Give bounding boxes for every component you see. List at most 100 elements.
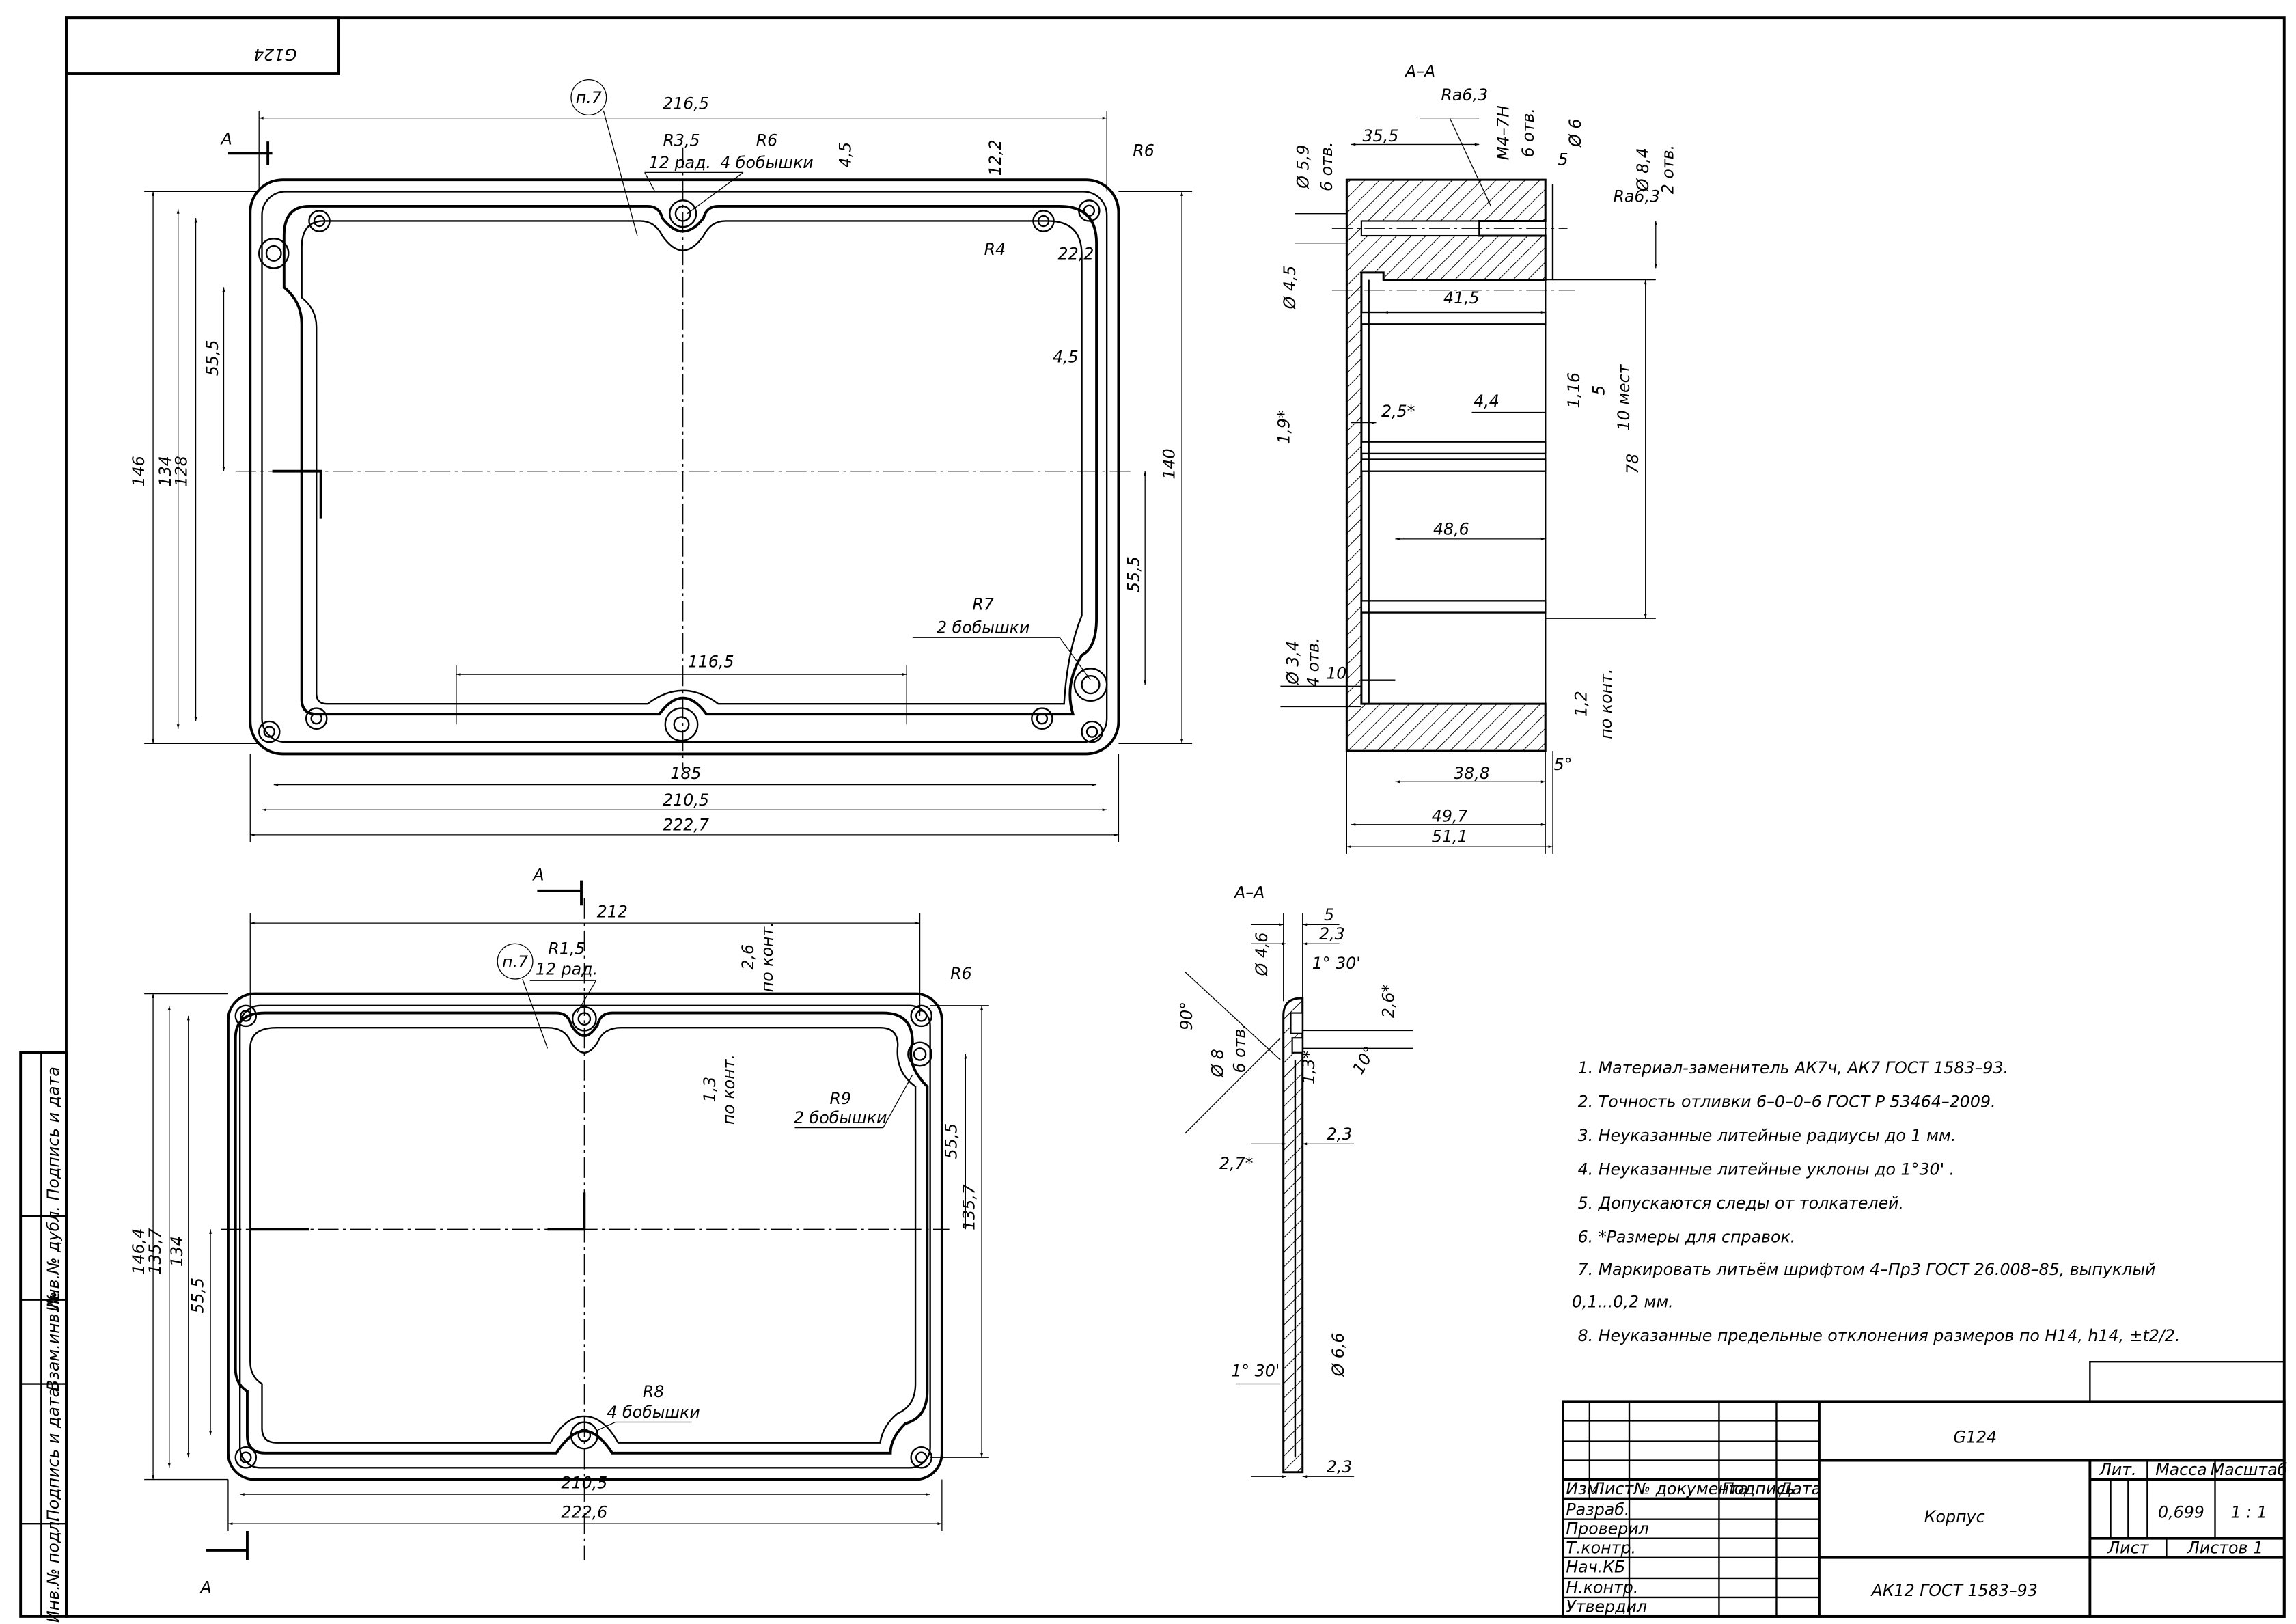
title-sheets-label: Листов 1 xyxy=(2187,1538,2263,1557)
note-line: 5. Допускаются следы от толкателей. xyxy=(1578,1194,1904,1213)
lid-section-mark-bottom: A xyxy=(199,1578,212,1597)
dimension-label: 222,7 xyxy=(663,815,709,834)
title-header-sign: Подпись xyxy=(1722,1479,1795,1498)
note-line: 7. Маркировать литьём шрифтом 4–Пр3 ГОСТ… xyxy=(1578,1260,2156,1279)
body-top-view xyxy=(144,79,1193,842)
dimension-label: 135,7 xyxy=(959,1184,978,1230)
section-label: Ø 5,9 xyxy=(1293,145,1312,189)
side-stamp-label: Инв.№ подл. xyxy=(44,1516,63,1623)
dimension-label: R6 xyxy=(1133,141,1154,161)
section-label: A–A xyxy=(1233,883,1264,903)
section-label: 6 отв. xyxy=(1230,1023,1249,1073)
lid-top-view xyxy=(144,880,989,1561)
dimension-label: 216,5 xyxy=(663,94,709,113)
note-line: 0,1...0,2 мм. xyxy=(1572,1292,1674,1311)
section-label: Ra6,3 xyxy=(1613,187,1660,206)
dimension-label: 135,7 xyxy=(146,1228,165,1275)
section-label: 2,3 xyxy=(1327,1125,1353,1144)
section-label: 4,4 xyxy=(1474,391,1499,411)
corner-code-box xyxy=(65,16,340,75)
note-line: 1. Материал-заменитель АК7ч, АК7 ГОСТ 15… xyxy=(1578,1058,2008,1077)
body-section-view xyxy=(1280,118,1657,854)
section-label: 1° 30' xyxy=(1231,1362,1280,1381)
section-label: 1,16 xyxy=(1564,372,1583,409)
title-scale-value: 1 : 1 xyxy=(2230,1503,2267,1522)
section-label: 49,7 xyxy=(1432,807,1468,826)
dimension-label: по конт. xyxy=(719,1054,738,1125)
dimension-label: 55,5 xyxy=(188,1278,207,1314)
dimension-label: 12,2 xyxy=(986,139,1005,176)
top-view-section-mark: A xyxy=(220,129,232,148)
dimension-label: 134 xyxy=(156,456,175,486)
dimension-label: 222,6 xyxy=(561,1503,607,1522)
dimension-label: 55,5 xyxy=(203,340,222,376)
section-label: M4–7H xyxy=(1493,105,1512,160)
top-view-note-ref: п.7 xyxy=(576,88,602,107)
section-label: 78 xyxy=(1623,454,1642,474)
section-label: 90° xyxy=(1177,1002,1196,1030)
title-sheet-label: Лист xyxy=(2107,1538,2149,1557)
title-roles: Разраб.ПроверилТ.контр.Нач.КБН.контр.Утв… xyxy=(1566,1500,1648,1616)
title-designation: G124 xyxy=(1954,1428,1997,1447)
section-label: 2,3 xyxy=(1319,924,1345,944)
dimension-label: R1,5 xyxy=(548,939,585,958)
section-label: 10 xyxy=(1326,664,1346,683)
title-header-doc: № документа xyxy=(1632,1479,1748,1498)
dimension-label: R8 xyxy=(643,1382,665,1401)
section-label: 51,1 xyxy=(1432,827,1468,847)
title-block xyxy=(1562,1361,2286,1618)
section-label: 41,5 xyxy=(1443,288,1480,307)
note-line: 8. Неуказанные предельные отклонения раз… xyxy=(1578,1326,2181,1345)
section-label: 1,2 xyxy=(1572,691,1591,717)
section-label: 6 отв. xyxy=(1317,142,1336,191)
sheet-frame xyxy=(65,16,2286,1618)
dimension-label: 4,5 xyxy=(1053,347,1079,366)
note-line: 2. Точность отливки 6–0–0–6 ГОСТ Р 53464… xyxy=(1578,1092,1996,1111)
body-section-title: A–A xyxy=(1404,61,1435,81)
note-line: 6. *Размеры для справок. xyxy=(1578,1228,1796,1247)
dimension-label: 2 бобышки xyxy=(794,1108,887,1127)
dimension-label: 4 бобышки xyxy=(607,1403,700,1422)
section-label: 48,6 xyxy=(1433,519,1469,538)
title-role-label: Т.контр. xyxy=(1566,1538,1636,1557)
dimension-label: 55,5 xyxy=(1124,556,1144,592)
dimension-label: по конт. xyxy=(758,922,777,992)
corner-code: G124 xyxy=(253,44,297,64)
lid-note-ref: п.7 xyxy=(502,952,528,972)
title-material: АК12 ГОСТ 1583–93 xyxy=(1870,1581,2037,1600)
section-label: Ø 4,5 xyxy=(1280,265,1299,309)
dimension-label: 2,6 xyxy=(738,944,758,970)
title-header-izm: Изм. xyxy=(1566,1479,1604,1498)
section-label: 1° 30' xyxy=(1312,954,1361,973)
dimension-label: 4 бобышки xyxy=(720,153,813,172)
title-role-label: Нач.КБ xyxy=(1566,1557,1625,1576)
note-line: 3. Неуказанные литейные радиусы до 1 мм. xyxy=(1578,1126,1956,1145)
side-stamp-label: Взам.инв.№ xyxy=(44,1291,63,1391)
section-label: 5 xyxy=(1324,905,1334,924)
section-label: 5 xyxy=(1558,150,1568,169)
dimension-label: 128 xyxy=(172,456,191,486)
section-label: 5 xyxy=(1589,385,1608,396)
dimension-label: 185 xyxy=(670,764,701,783)
side-stamp-label: Подпись и дата xyxy=(44,1388,63,1522)
section-label: 4 отв. xyxy=(1303,638,1323,687)
section-label: 38,8 xyxy=(1454,764,1490,783)
section-label: 35,5 xyxy=(1363,126,1399,146)
title-header-date: Дата xyxy=(1779,1479,1821,1498)
dimension-label: 210,5 xyxy=(561,1473,607,1492)
title-role-label: Н.контр. xyxy=(1566,1578,1638,1597)
dimension-label: R3,5 xyxy=(663,131,700,150)
title-role-label: Утвердил xyxy=(1566,1597,1647,1616)
title-lit-label: Лит. xyxy=(2099,1460,2137,1479)
section-label: Ø 6 xyxy=(1566,119,1585,148)
title-part-name: Корпус xyxy=(1924,1507,1985,1526)
title-mass-value: 0,699 xyxy=(2158,1503,2204,1522)
section-label: 2,6* xyxy=(1379,984,1398,1018)
dimension-label: R4 xyxy=(984,240,1006,259)
section-label: 2,5* xyxy=(1381,402,1415,421)
